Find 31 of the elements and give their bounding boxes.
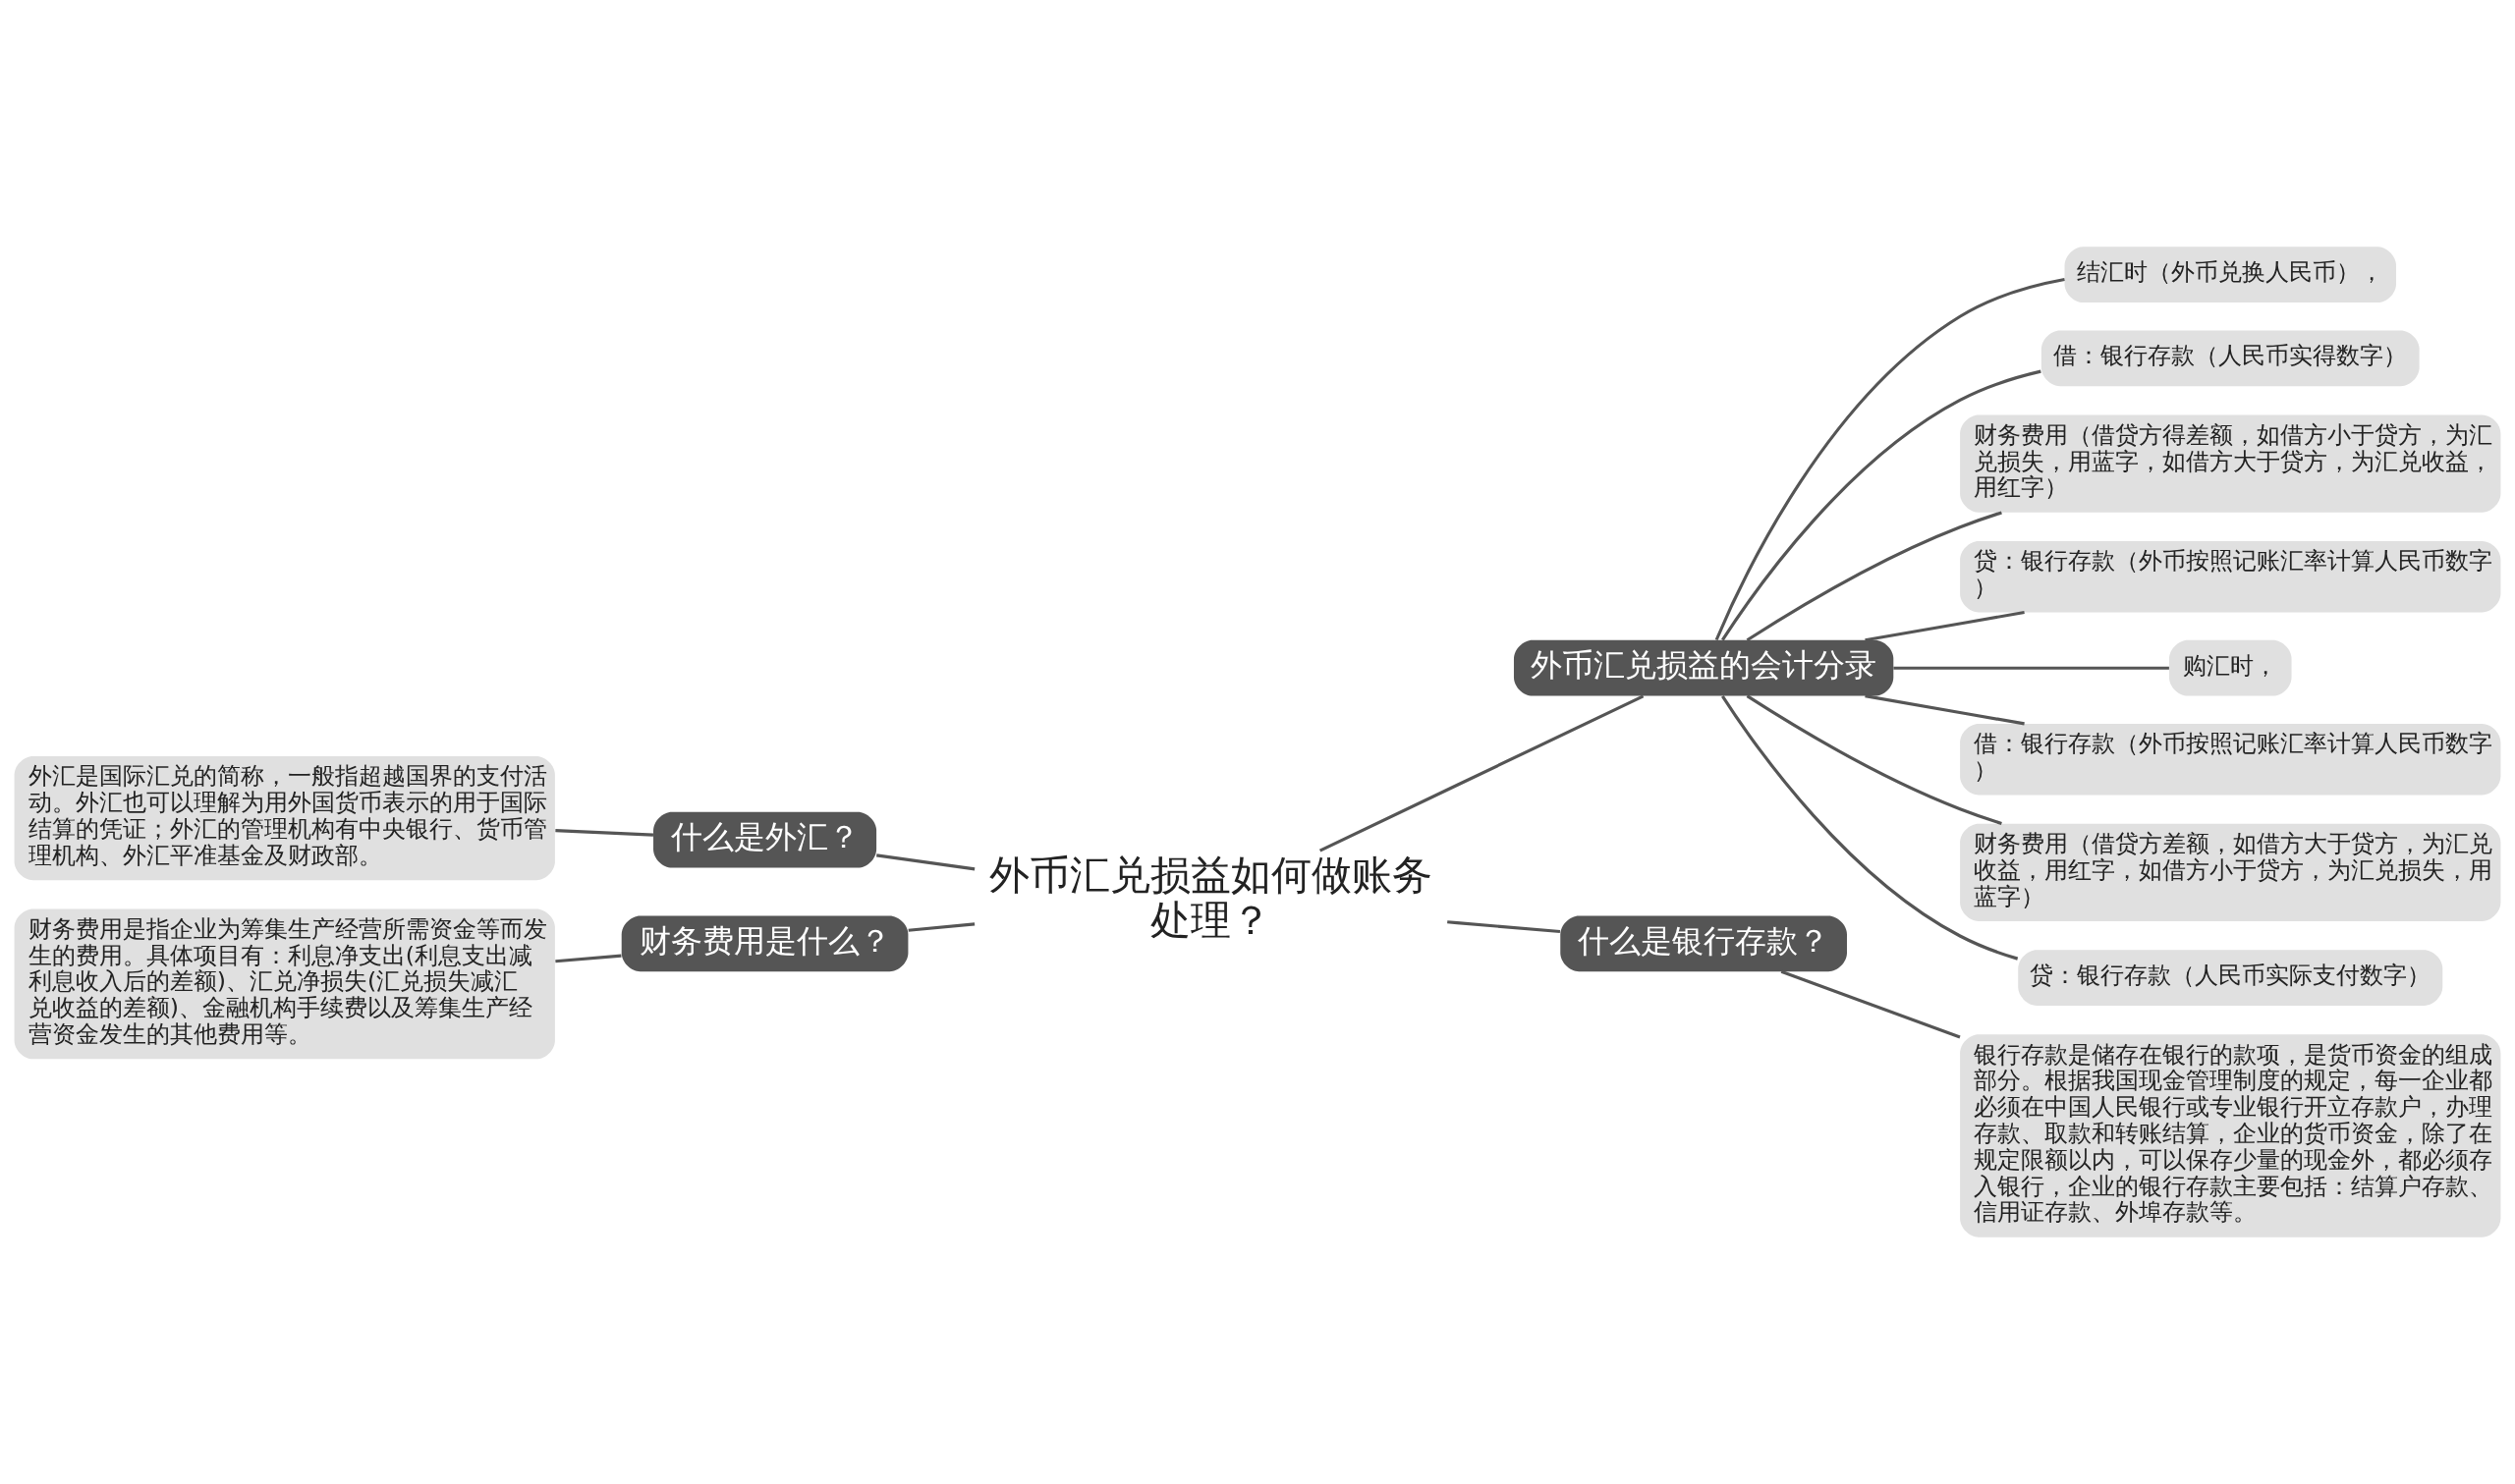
connector: [908, 922, 976, 932]
connector: [1746, 694, 2002, 825]
node-box: 结汇时（外币兑换人民币），: [2064, 247, 2396, 303]
node-box: 什么是外汇？: [653, 811, 877, 868]
node-box: 财务费用（借贷方得差额，如借方小于贷方，为汇兑损失，用蓝字，如借方大于贷方，为汇兑收益，用红字）: [1960, 414, 2501, 513]
node-box: 外币汇兑损益的会计分录: [1513, 639, 1894, 696]
connector: [555, 829, 654, 837]
connector: [1721, 369, 2041, 641]
node-box: 财务费用是什么？: [621, 915, 909, 972]
connector: [1865, 610, 2025, 642]
connector: [1865, 694, 2025, 726]
node-box: 什么是银行存款？: [1560, 915, 1847, 972]
connector: [1746, 511, 2002, 642]
connector: [1893, 666, 2169, 670]
node-box: 银行存款是储存在银行的款项，是货币资金的组成部分。根据我国现金管理制度的规定，每一企业都必须在中国人民银行或专业银行开立存款户，办理存款、取款和转账结算，企业的货币资金，除了在规定限额以内，可以保存少量的现金外，都必须存入银行，企业的银行存款主要包括：结算户存款、信用证存款、外埠存款等。: [1960, 1034, 2501, 1237]
node-text: 外币汇兑损益如何做账务处理？: [989, 852, 1433, 945]
node-box: 借：银行存款（外币按照记账汇率计算人民币数字）: [1960, 723, 2501, 796]
node-box: 购汇时，: [2168, 639, 2292, 696]
connector: [875, 853, 976, 871]
connector: [1318, 694, 1645, 852]
node-box: 财务费用（借贷方差额，如借方大于贷方，为汇兑收益，用红字，如借方小于贷方，为汇兑损失，用蓝字）: [1960, 823, 2501, 921]
node-box: 借：银行存款（人民币实得数字）: [2040, 330, 2420, 387]
node-box: 财务费用是指企业为筹集生产经营所需资金等而发生的费用。具体项目有：利息净支出(利息支出减利息收入后的差额)、汇兑净损失(汇兑损失减汇兑收益的差额)、金融机构手续费以及筹集生产经营资金发生的其他费用等。: [14, 908, 555, 1060]
connector: [1721, 694, 2019, 961]
connector: [1780, 969, 1961, 1039]
connector: [1714, 278, 2065, 641]
node-box: 贷：银行存款（外币按照记账汇率计算人民币数字）: [1960, 540, 2501, 613]
connector: [555, 954, 622, 963]
node-box: 贷：银行存款（人民币实际支付数字）: [2018, 950, 2443, 1006]
node-box: 外汇是国际汇兑的简称，一般指超越国界的支付活动。外汇也可以理解为用外国货币表示的用于国际结算的凭证；外汇的管理机构有中央银行、货币管理机构、外汇平准基金及财政部。: [14, 756, 555, 881]
connector: [1447, 920, 1561, 934]
